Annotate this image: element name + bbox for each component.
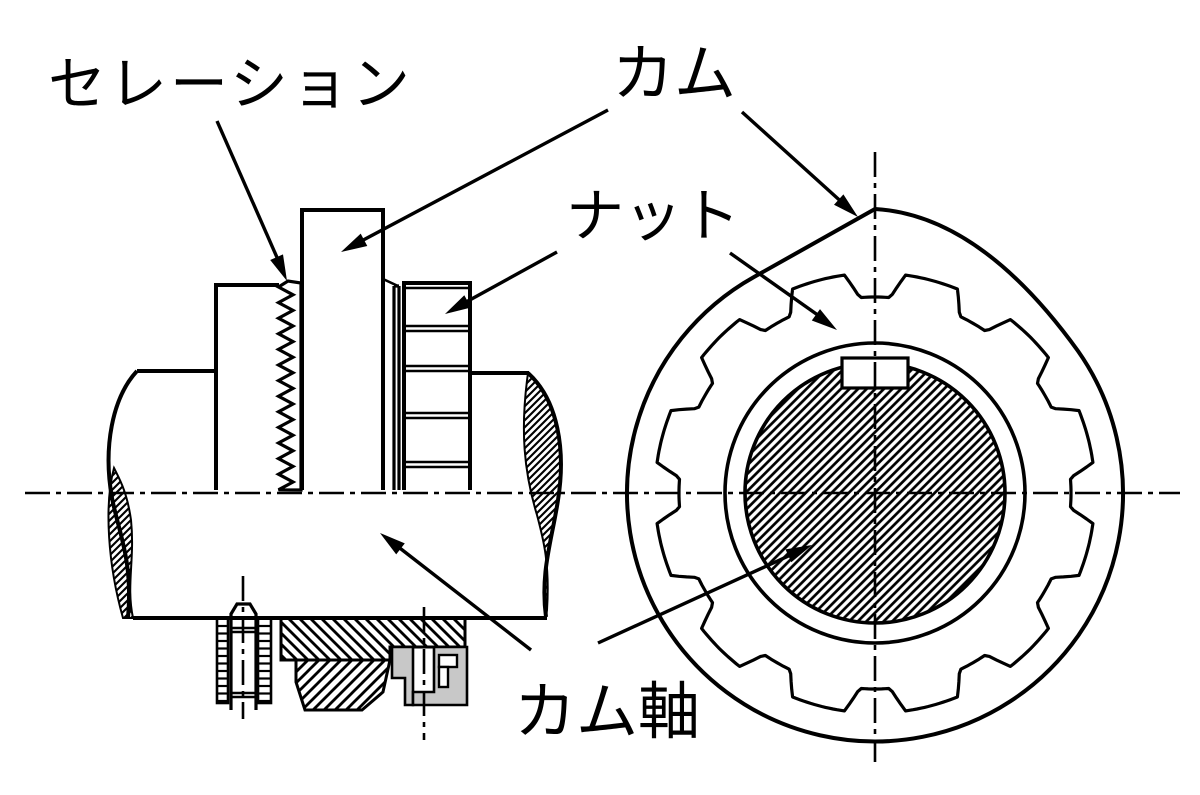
screw-thread-right — [256, 616, 273, 705]
side-view — [106, 208, 563, 740]
washer — [392, 284, 401, 490]
label-camshaft: カム軸 — [514, 679, 700, 747]
label-cam: カム — [612, 41, 736, 109]
label-nut: ナット — [566, 184, 740, 249]
bracket-block — [294, 658, 392, 712]
cam-arrowhead-right — [834, 194, 858, 217]
right-break-edge — [526, 371, 563, 618]
nut-leader-left — [456, 250, 558, 309]
screw-thread-left — [215, 616, 230, 705]
leader-lines — [215, 108, 858, 652]
left-break-edge — [106, 369, 139, 619]
serration-leader — [215, 120, 281, 263]
serration-teeth — [275, 279, 303, 492]
nut-arrowhead-right — [811, 309, 837, 330]
clip-notch-lower — [437, 665, 450, 689]
nut-slot-lines — [404, 286, 470, 469]
label-serration: セレーション — [48, 52, 413, 117]
camshaft-leader-left — [390, 540, 533, 652]
bearing-cap-block — [279, 616, 467, 662]
cam-body — [300, 208, 385, 490]
cam-arrowhead-left — [341, 233, 368, 252]
camshaft-leader-right — [597, 551, 796, 645]
camshaft-arrowhead-left — [380, 533, 405, 555]
clip-left-wing — [390, 645, 415, 707]
serration-arrowhead — [270, 254, 287, 281]
camshaft-arrowhead-right — [785, 545, 812, 563]
clip-notch-upper — [437, 653, 459, 669]
nut-arrowhead-left — [445, 295, 472, 314]
retainer-clip — [390, 645, 469, 707]
cam-leader-left — [351, 108, 609, 248]
cam-profile — [625, 206, 1125, 744]
cam-leader-right — [740, 110, 848, 208]
collar — [214, 283, 279, 490]
screw-body — [229, 602, 258, 710]
nut-leader-right — [729, 251, 823, 320]
right-break-hatch — [522, 370, 562, 618]
castellated-nut — [402, 281, 472, 490]
